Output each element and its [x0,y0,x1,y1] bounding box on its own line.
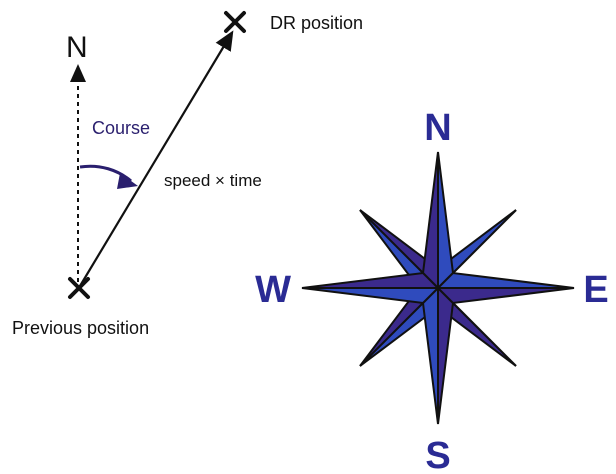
compass-south-label: S [425,435,450,474]
compass-point-n-dark [421,151,439,291]
speed-time-label: speed × time [164,171,262,190]
compass-point-w-light [301,287,441,305]
compass-point-s-light [421,285,439,425]
previous-position-label: Previous position [12,318,149,338]
arrow-head-icon [117,173,138,189]
compass-point-e-dark [435,287,575,305]
north-label: N [66,31,88,64]
compass-point-e-light [435,271,575,289]
compass-north-label: N [424,107,451,149]
dr-position-cross-mark-icon [224,11,246,33]
compass-point-w-dark [301,271,441,289]
course-angle-arc [79,164,132,183]
course-line [79,30,234,287]
compass-rose-icon [301,151,575,425]
compass-west-label: W [255,269,291,311]
compass-east-label: E [583,269,608,311]
previous-position-cross-mark-icon [68,277,90,299]
compass-point-s-dark [437,285,455,425]
course-label: Course [92,118,150,138]
dr-position-label: DR position [270,13,363,33]
compass-point-n-light [437,151,455,291]
